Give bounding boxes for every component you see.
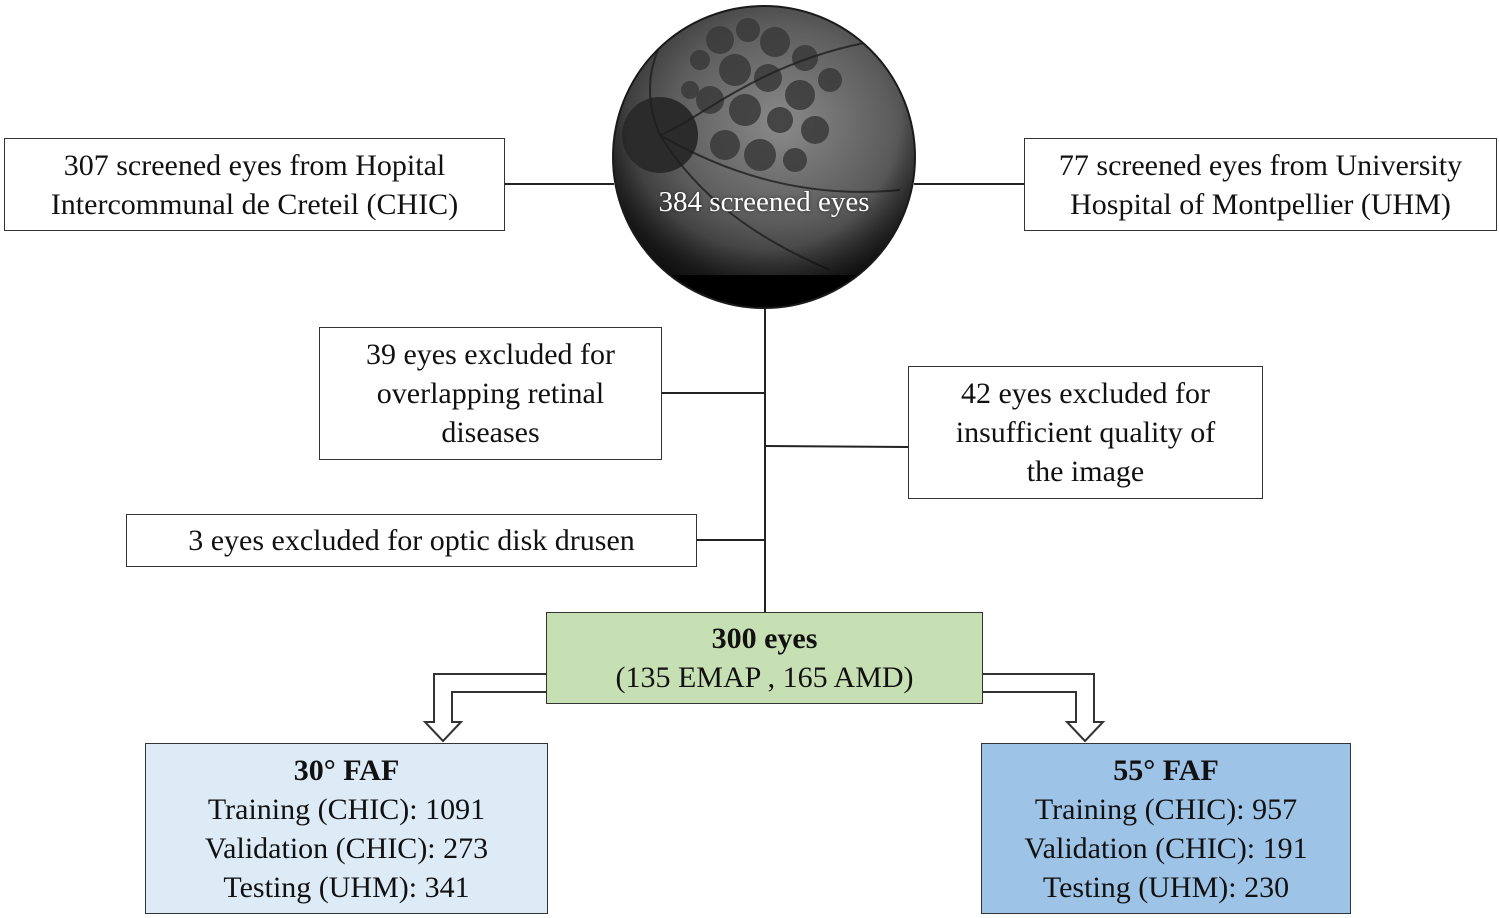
total-screened-label: 384 screened eyes [658, 186, 870, 218]
faf30-title: 30° FAF [293, 753, 400, 787]
exclusion-1-line-1: 39 eyes excluded for [365, 338, 616, 371]
faf30-box: 30° FAF Training (CHIC): 1091 Validation… [145, 743, 548, 914]
faf55-box: 55° FAF Training (CHIC): 957 Validation … [981, 743, 1351, 914]
arrow-to-faf30 [422, 673, 546, 743]
faf55-title: 55° FAF [1113, 753, 1219, 787]
source-chic-line-1: 307 screened eyes from Hopital [63, 148, 446, 182]
source-uhm-line-2: Hospital of Montpellier (UHM) [1070, 187, 1451, 221]
connector-exclusion-2 [764, 445, 909, 448]
faf55-testing: Testing (UHM): 230 [1042, 870, 1290, 904]
final-cohort-box: 300 eyes (135 EMAP , 165 AMD) [546, 612, 983, 704]
exclusion-box-optic-disk-drusen: 3 eyes excluded for optic disk drusen [126, 514, 697, 567]
exclusion-1-line-2: overlapping retinal [376, 377, 605, 410]
exclusion-2-line-1: 42 eyes excluded for [960, 377, 1211, 410]
faf55-validation: Validation (CHIC): 191 [1024, 831, 1308, 865]
exclusion-box-retinal-diseases: 39 eyes excluded for overlapping retinal… [319, 327, 662, 460]
faf30-validation: Validation (CHIC): 273 [204, 831, 489, 865]
faf30-training: Training (CHIC): 1091 [207, 792, 486, 826]
arrow-to-faf55 [983, 673, 1106, 743]
faf30-testing: Testing (UHM): 341 [223, 870, 470, 904]
exclusion-1-line-3: diseases [441, 416, 540, 449]
exclusion-3-line-1: 3 eyes excluded for optic disk drusen [188, 524, 635, 557]
exclusion-2-line-3: the image [1026, 455, 1145, 488]
source-box-chic: 307 screened eyes from Hopital Intercomm… [4, 138, 505, 231]
faf55-training: Training (CHIC): 957 [1034, 792, 1298, 826]
source-chic-line-2: Intercommunal de Creteil (CHIC) [50, 187, 459, 221]
exclusion-2-line-2: insufficient quality of [955, 416, 1216, 449]
exclusion-box-image-quality: 42 eyes excluded for insufficient qualit… [908, 366, 1263, 499]
fundus-autofluorescence-image [612, 5, 916, 309]
final-cohort-title: 300 eyes [711, 622, 818, 655]
source-uhm-line-1: 77 screened eyes from University [1058, 148, 1463, 182]
source-box-uhm: 77 screened eyes from University Hospita… [1024, 138, 1497, 231]
final-cohort-detail: (135 EMAP , 165 AMD) [615, 661, 914, 694]
